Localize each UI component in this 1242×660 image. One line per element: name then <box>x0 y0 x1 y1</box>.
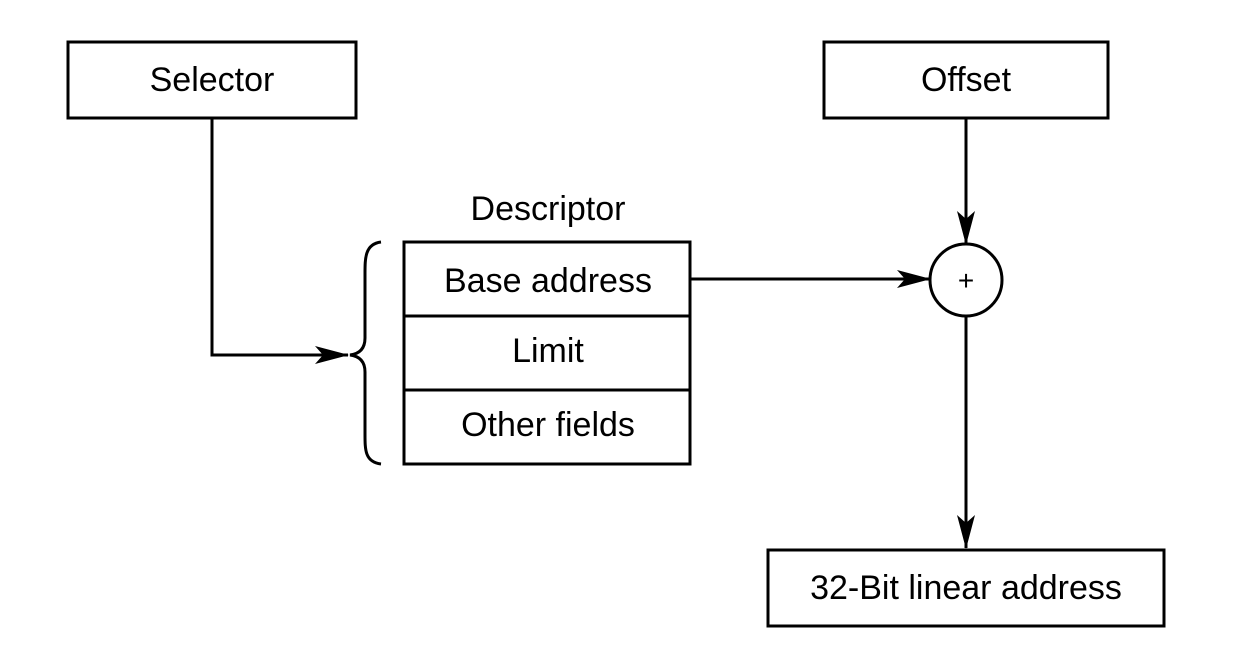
adder-node: + <box>928 242 1004 318</box>
selector-box: Selector <box>66 40 358 120</box>
offset-box: Offset <box>822 40 1110 120</box>
selector-label: Selector <box>150 61 275 99</box>
descriptor-field-other-fields: Other fields <box>461 406 635 444</box>
adder-plus-symbol: + <box>958 265 974 296</box>
linear-address-label: 32-Bit linear address <box>810 569 1122 607</box>
descriptor-field-limit: Limit <box>512 332 584 370</box>
descriptor-field-base-address: Base address <box>444 262 652 300</box>
offset-label: Offset <box>921 61 1012 99</box>
descriptor-title: Descriptor <box>471 190 626 228</box>
descriptor-table: Base address Limit Other fields <box>402 240 692 466</box>
linear-address-box: 32-Bit linear address <box>766 548 1166 628</box>
descriptor-brace <box>349 240 382 466</box>
selector-to-descriptor-arrow <box>210 118 349 364</box>
